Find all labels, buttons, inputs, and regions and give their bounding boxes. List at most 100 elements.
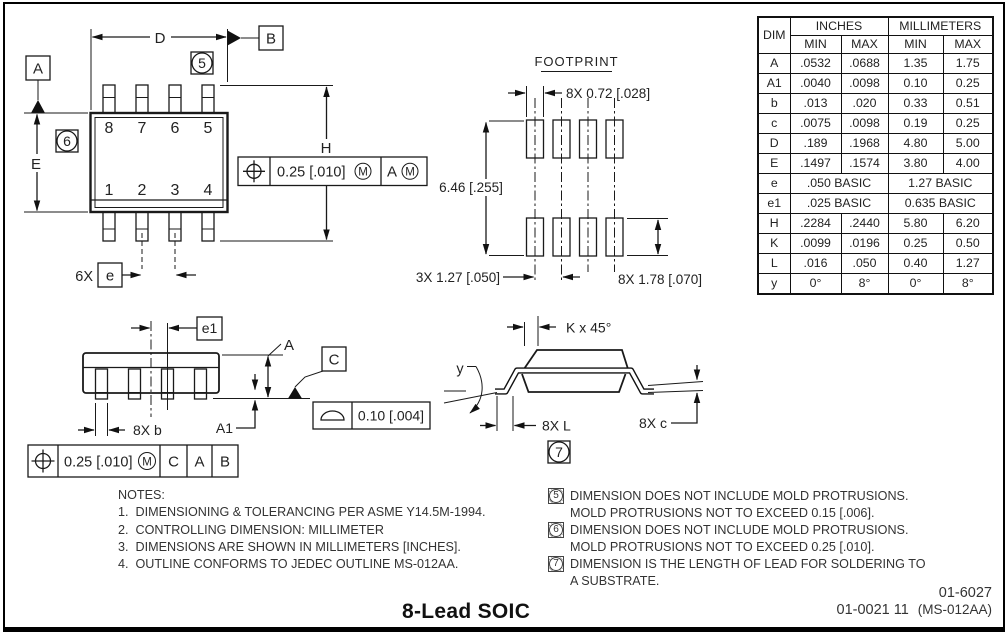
note-number: 1. <box>118 505 129 520</box>
datum-A: A <box>24 55 88 114</box>
svg-text:M: M <box>405 167 415 179</box>
flatness-tolerance: 0.10 [.004] <box>358 408 424 424</box>
dimension-lead-thickness: 8X c <box>639 365 704 431</box>
footprint-view: FOOTPRINT <box>416 54 702 287</box>
table-cell: 0.25 <box>942 73 994 94</box>
note-number: 4. <box>118 557 129 572</box>
flag-note-text: DIMENSION DOES NOT INCLUDE MOLD PROTRUSI… <box>570 489 909 520</box>
footprint-pads <box>525 119 624 257</box>
document-numbers: 01-6027 01-0021 11 (MS-012AA) <box>837 585 992 619</box>
header-dim: DIM <box>757 16 791 54</box>
table-cell: .0196 <box>840 233 889 254</box>
note-text: DIMENSIONING & TOLERANCING PER ASME Y14.… <box>135 505 486 520</box>
table-cell: 5.00 <box>942 133 994 154</box>
note-item: 2.CONTROLLING DIMENSION: MILLIMETER <box>118 522 485 539</box>
table-cell: H <box>757 213 791 234</box>
lead-width-label: 8X b <box>133 422 162 438</box>
datum-C: C <box>288 346 347 399</box>
table-cell: 0.10 <box>887 73 944 94</box>
table-header-row: MIN MAX MIN MAX <box>758 35 994 54</box>
table-cell: .0075 <box>789 113 842 134</box>
package-body-top-view <box>89 111 229 214</box>
table-cell: 4.80 <box>887 133 944 154</box>
datum-triangle-icon <box>31 100 45 113</box>
table-cell: A1 <box>757 73 791 94</box>
flag-note-text: DIMENSION IS THE LENGTH OF LEAD FOR SOLD… <box>570 557 926 588</box>
dim-label-D: D <box>155 30 166 47</box>
dim-label-E: E <box>31 156 41 173</box>
table-cell: .0532 <box>789 53 842 74</box>
note-text: DIMENSIONS ARE SHOWN IN MILLIMETERS [INC… <box>135 539 461 554</box>
table-cell: 0.40 <box>887 253 944 274</box>
dimension-A: A <box>222 337 294 398</box>
pin-number: 1 <box>105 182 114 199</box>
pitch-label: 3X 1.27 [.050] <box>416 270 500 285</box>
table-cell: 1.27 <box>942 253 994 274</box>
fcf-datum-3: B <box>220 454 230 471</box>
end-view: K x 45° y 8X L <box>443 316 704 464</box>
notes-heading: NOTES: <box>118 488 165 502</box>
table-cell: .0040 <box>789 73 842 94</box>
flatness-symbol-icon <box>320 410 345 421</box>
pin-number: 7 <box>138 120 147 137</box>
pin-number: 5 <box>204 120 213 137</box>
page-title: 8-Lead SOIC <box>402 600 531 623</box>
datum-triangle-icon <box>288 387 302 399</box>
pins-top <box>102 84 215 114</box>
note-number: 2. <box>118 522 129 537</box>
fcf-datum-2: A <box>194 454 204 471</box>
note-item: 3. DIMENSIONS ARE SHOWN IN MILLIMETERS [I… <box>118 539 485 556</box>
datum-b-label: B <box>266 31 276 48</box>
note-flag-icon: 6 <box>548 522 564 539</box>
flag-6-number: 6 <box>63 133 71 149</box>
note-flag-6: 6 <box>55 129 79 153</box>
table-cell: .189 <box>789 133 842 154</box>
table-cell: .020 <box>840 93 889 114</box>
table-cell: 0.25 <box>942 113 994 134</box>
dimension-lead-angle: y <box>443 362 498 414</box>
table-cell: y <box>757 273 791 295</box>
header-min: MIN <box>887 35 944 54</box>
gull-wing-lead-core <box>495 368 654 394</box>
end-view-body-upper <box>523 349 629 370</box>
fcf-position-bottom: 0.25 [.010] M C A B <box>27 444 239 478</box>
note-number: 3. <box>118 539 129 554</box>
material-modifier-icon: M <box>354 162 372 180</box>
fcf-position-top: 0.25 [.010] M A M <box>237 156 428 187</box>
gull-wing-lead-outline <box>495 367 654 395</box>
pin-number: 8 <box>105 120 114 137</box>
pin-number: 2 <box>138 182 147 199</box>
dim-label-e1: e1 <box>202 320 218 336</box>
doc-standard-ref: (MS-012AA) <box>917 602 992 617</box>
table-cell: .1497 <box>789 153 842 174</box>
table-cell: .025 BASIC <box>789 193 889 214</box>
table-cell: 3.80 <box>887 153 944 174</box>
datum-triangle-icon <box>227 30 241 46</box>
dimension-E: E <box>24 113 88 213</box>
table-cell: .0688 <box>840 53 889 74</box>
fcf-tolerance: 0.25 [.010] <box>64 455 133 471</box>
pitch-count-label: 6X <box>75 269 93 285</box>
position-symbol-icon <box>243 160 265 183</box>
table-cell: b <box>757 93 791 114</box>
table-cell: .2440 <box>840 213 889 234</box>
table-cell: .1968 <box>840 133 889 154</box>
flag-notes: 5 DIMENSION DOES NOT INCLUDE MOLD PROTRUS… <box>548 488 925 591</box>
flag-7-number: 7 <box>555 444 563 460</box>
fcf-datum-1: C <box>168 454 179 471</box>
note-flag-icon: 5 <box>548 488 564 504</box>
dim-label-A: A <box>284 337 294 354</box>
dimension-A1: A1 <box>216 374 259 436</box>
pin-number: 3 <box>171 182 180 199</box>
table-cell: D <box>757 133 791 154</box>
header-max: MAX <box>840 35 889 54</box>
